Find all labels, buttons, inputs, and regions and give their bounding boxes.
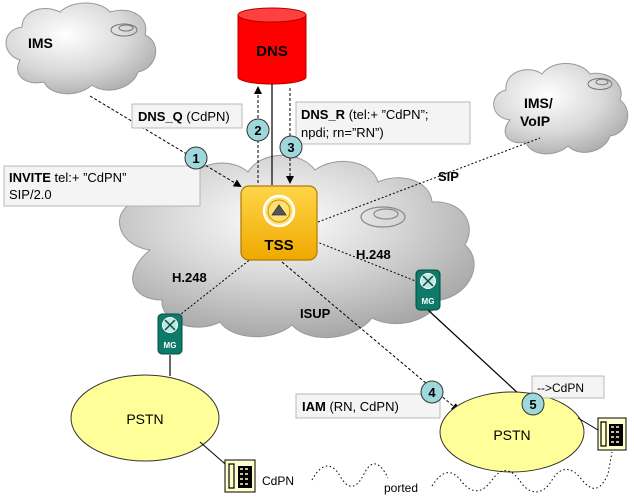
iam-params: (RN, CdPN) [326, 399, 399, 414]
svg-text:5: 5 [529, 397, 536, 412]
dns-response-message: DNS_R (tel:+ ”CdPN”; npdi; rn=”RN”) [295, 101, 471, 145]
sip-label: SIP [438, 169, 459, 184]
dns-query-message: DNS_Q (CdPN) [131, 103, 243, 129]
h248-right-label: H.248 [356, 247, 391, 262]
mg-left-label: MG [164, 341, 177, 350]
triangle-icon [271, 204, 287, 216]
h248-right-link [311, 239, 419, 283]
cloud-icon [110, 23, 138, 37]
tss-label: TSS [264, 237, 293, 254]
svg-text:4: 4 [428, 385, 436, 400]
pstn-left-label: PSTN [126, 411, 163, 427]
dns-response-params-2: npdi; rn=”RN”) [301, 125, 384, 140]
cloud-icon [360, 206, 406, 228]
dns-query-params: (CdPN) [183, 109, 230, 124]
svg-text:DNS_Q (CdPN): DNS_Q (CdPN) [138, 109, 230, 124]
ported-label: ported [384, 481, 418, 495]
invite-params-1: tel:+ ”CdPN” [51, 170, 127, 185]
pstn-left: PSTN [70, 374, 220, 462]
ims-label: IMS [28, 35, 53, 51]
step-badge-1: 1 [184, 146, 208, 170]
ported-path [311, 451, 613, 493]
media-gateway-icon [162, 317, 178, 333]
iam-message: IAM (RN, CdPN) [295, 393, 441, 419]
database-icon [237, 7, 307, 85]
sip-link [317, 137, 541, 223]
media-gateway-right: MG [415, 269, 441, 311]
iam-keyword: IAM [302, 399, 326, 414]
step-badge-3: 3 [279, 135, 303, 159]
isup-label: ISUP [300, 306, 331, 321]
cdpn-label: CdPN [262, 474, 294, 488]
tss-node: TSS [240, 185, 318, 261]
cdpn-forward-text: -->CdPN [537, 381, 584, 395]
cloud-icon [587, 78, 613, 90]
pstn-right: PSTN [439, 391, 585, 473]
invite-message: INVITE tel:+ ”CdPN” SIP/2.0 [3, 165, 201, 207]
telephone-icon [597, 417, 627, 451]
step-badge-2: 2 [246, 118, 270, 142]
svg-text:3: 3 [287, 140, 294, 155]
ims-voip-cloud: IMS/ VoIP [493, 63, 629, 155]
dns-response-params-1: (tel:+ ”CdPN”; [345, 107, 428, 122]
dns-query-keyword: DNS_Q [138, 109, 183, 124]
svg-text:1: 1 [192, 151, 199, 166]
dns-label: DNS [256, 43, 288, 60]
dns-response-keyword: DNS_R [301, 107, 346, 122]
svg-text:IAM (RN, CdPN): IAM (RN, CdPN) [302, 399, 399, 414]
svg-text:INVITE tel:+ ”CdPN”: INVITE tel:+ ”CdPN” [9, 170, 126, 185]
mg-right-pstn-link [427, 309, 521, 396]
telephone-right [597, 417, 627, 451]
telephone-left: CdPN [224, 459, 294, 493]
ims-voip-label-line2: VoIP [520, 113, 550, 129]
step-badge-4: 4 [420, 380, 444, 404]
h248-left-label: H.248 [172, 270, 207, 285]
media-gateway-left: MG [157, 313, 183, 355]
phone-right-link [577, 417, 599, 431]
svg-text:2: 2 [254, 123, 261, 138]
cdpn-forward-message: -->CdPN [531, 375, 605, 399]
dns-server: DNS [237, 7, 307, 85]
invite-arrow [89, 95, 242, 188]
pstn-right-label: PSTN [493, 427, 530, 443]
invite-keyword: INVITE [9, 170, 51, 185]
media-gateway-icon [420, 273, 436, 289]
ims-cloud: IMS [5, 2, 157, 95]
invite-params-2: SIP/2.0 [9, 187, 52, 202]
mg-right-label: MG [422, 297, 435, 306]
telephone-icon [224, 459, 256, 493]
h248-left-link [175, 257, 253, 319]
ims-voip-label-line1: IMS/ [524, 95, 553, 111]
svg-text:DNS_R (tel:+ ”CdPN”;: DNS_R (tel:+ ”CdPN”; [301, 107, 429, 122]
step-badge-5: 5 [521, 392, 545, 416]
